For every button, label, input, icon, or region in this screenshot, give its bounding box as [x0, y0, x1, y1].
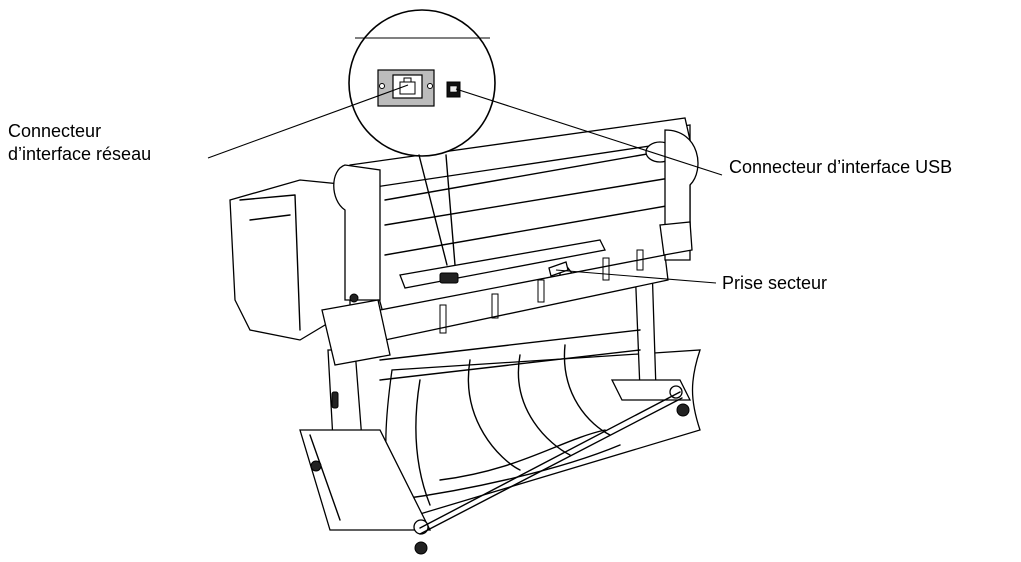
printer-body: [229, 117, 699, 366]
printer-stand: [299, 264, 692, 555]
network-label-line1: Connecteur: [8, 121, 102, 141]
usb-connector-label: Connecteur d’interface USB: [729, 157, 953, 177]
network-connector-label: Connecteur d’interface réseau: [8, 120, 151, 166]
network-label-line2: d’interface réseau: [8, 144, 152, 164]
network-connector-icon: [377, 69, 435, 107]
usb-connector-icon: [446, 81, 461, 98]
leader-lines: [207, 84, 723, 284]
power-socket-label: Prise secteur: [722, 273, 828, 293]
